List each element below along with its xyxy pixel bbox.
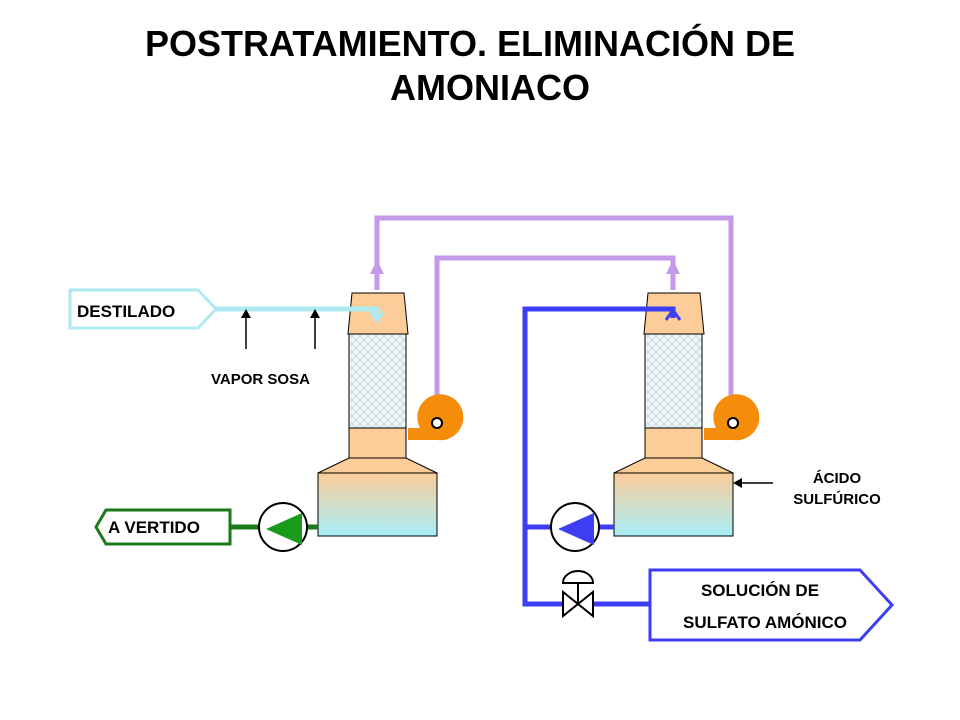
acid-loop (522, 306, 682, 607)
page-title: POSTRATAMIENTO. ELIMINACIÓN DE AMONIACO (0, 22, 960, 110)
ammonium-sulfate-label-line-1: SOLUCIÓN DE (701, 581, 819, 600)
page-title-line-1: POSTRATAMIENTO. ELIMINACIÓN DE (144, 23, 795, 64)
steam-soda-label: VAPOR SOSA (211, 371, 310, 388)
steam-soda-inlets: VAPOR SOSA (211, 309, 320, 388)
sulfuric-acid-label-line-1: ÁCIDO (813, 470, 862, 487)
air-loop-outer (370, 215, 734, 406)
page-title-line-2: AMONIACO (390, 67, 590, 108)
drain-label: A VERTIDO (108, 518, 200, 537)
ammonium-sulfate-output: SOLUCIÓN DE SULFATO AMÓNICO (648, 568, 895, 642)
drain-pump-icon (258, 502, 308, 552)
fan-icon (704, 394, 760, 441)
fan-icon (408, 394, 464, 441)
sulfuric-acid-feed: ÁCIDO SULFÚRICO (733, 470, 881, 508)
control-valve-icon (561, 570, 595, 619)
distillate-label: DESTILADO (77, 302, 175, 321)
distillate-feed: DESTILADO (68, 288, 386, 330)
air-loop-inner (434, 255, 680, 406)
acid-pump-icon (550, 502, 600, 552)
ammonium-sulfate-label-line-2: SULFATO AMÓNICO (683, 613, 847, 632)
stripping-column (317, 292, 438, 537)
sulfuric-acid-label-line-2: SULFÚRICO (793, 490, 881, 508)
